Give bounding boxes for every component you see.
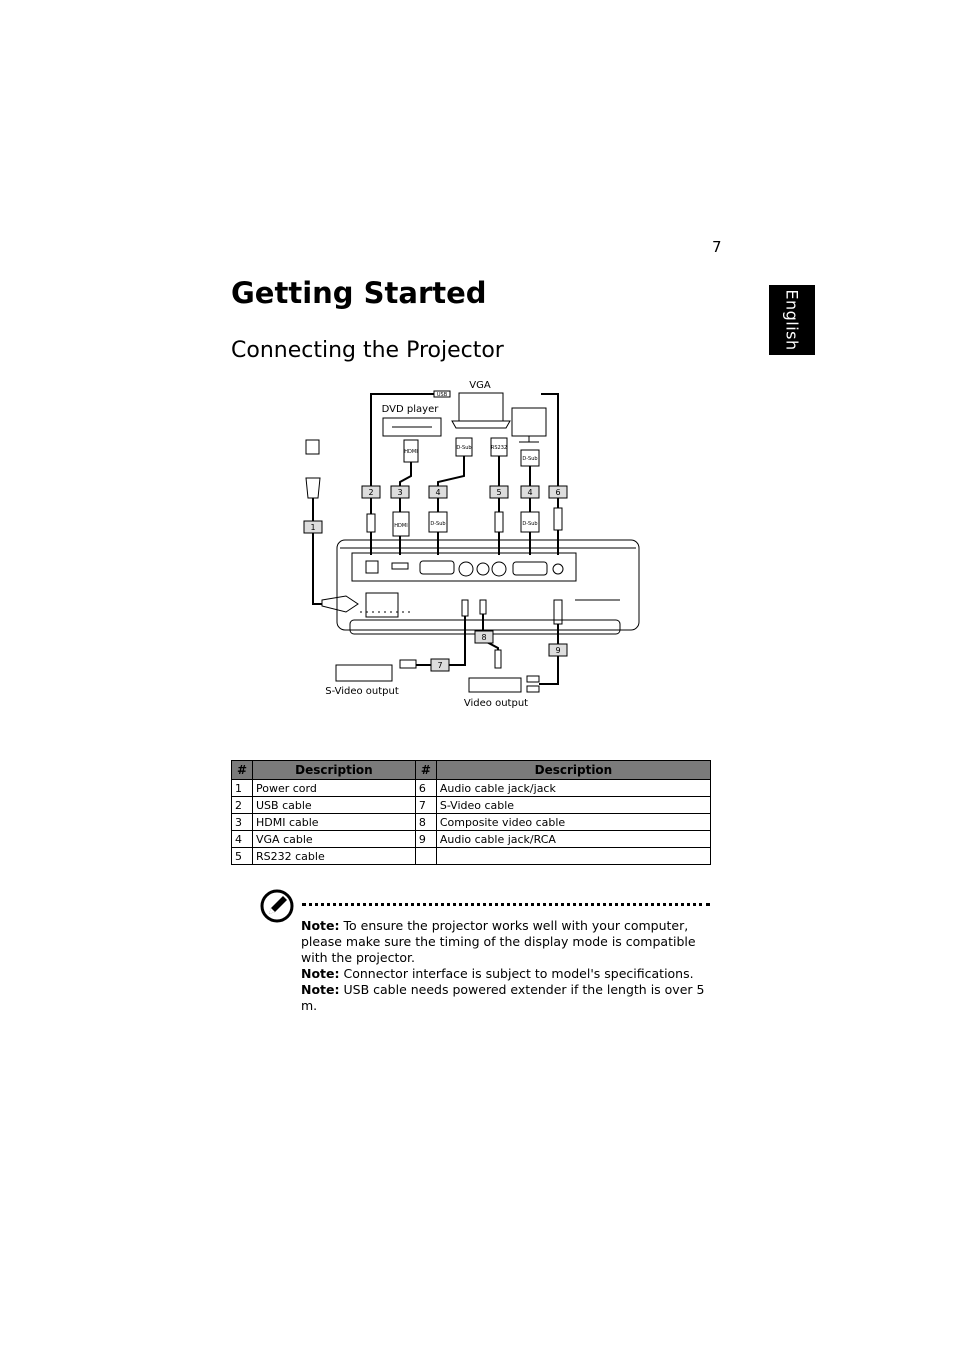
callout-3: 3 [390, 485, 410, 499]
svg-text:4: 4 [527, 488, 532, 497]
dsub-label-bottom-1: D-Sub [430, 521, 445, 527]
note-pen-icon [260, 889, 294, 923]
svg-text:4: 4 [435, 488, 440, 497]
notes-block: Note: To ensure the projector works well… [301, 918, 711, 1014]
note-divider [302, 903, 710, 906]
note-label: Note: [301, 966, 340, 981]
usb-label: USB [437, 392, 448, 398]
table-cell: Power cord [252, 779, 416, 797]
connection-table: # Description # Description 1 Power cord… [231, 760, 712, 865]
callout-9: 9 [548, 643, 568, 657]
table-cell: S-Video cable [435, 796, 712, 814]
svg-text:6: 6 [555, 488, 560, 497]
callout-2: 2 [361, 485, 381, 499]
note-label: Note: [301, 918, 340, 933]
table-row: 3 HDMI cable 8 Composite video cable [231, 813, 712, 831]
table-cell: 1 [231, 779, 253, 797]
hdmi-label-bottom: HDMI [394, 523, 407, 529]
note-2: Note: Connector interface is subject to … [301, 966, 711, 982]
table-cell: Audio cable jack/RCA [435, 830, 712, 848]
dsub-label-monitor: D-Sub [522, 456, 537, 462]
dvd-player-label: DVD player [382, 404, 440, 415]
table-row: 5 RS232 cable [231, 847, 712, 865]
svideo-output-label: S-Video output [325, 686, 399, 697]
table-cell: VGA cable [252, 830, 416, 848]
callout-5: 5 [489, 485, 509, 499]
section-title: Connecting the Projector [231, 338, 504, 363]
table-row: 2 USB cable 7 S-Video cable [231, 796, 712, 814]
table-header-row: # Description # Description [231, 760, 712, 780]
header-num-1: # [231, 760, 253, 780]
page-title: Getting Started [231, 276, 487, 310]
table-cell: RS232 cable [252, 847, 416, 865]
video-output-device-icon [468, 677, 522, 693]
vga-label: VGA [469, 380, 491, 391]
projector-body [336, 539, 640, 631]
table-cell [435, 847, 712, 865]
table-cell: 7 [414, 796, 437, 814]
table-cell: 9 [414, 830, 437, 848]
table-cell: 3 [231, 813, 253, 831]
note-text: USB cable needs powered extender if the … [301, 982, 705, 1013]
video-output-label: Video output [464, 698, 528, 709]
page-number: 7 [712, 238, 722, 256]
header-desc-1: Description [252, 760, 416, 780]
table-cell: USB cable [252, 796, 416, 814]
hdmi-label-top: HDMI [404, 449, 417, 455]
note-label: Note: [301, 982, 340, 997]
wall-outlet-icon [305, 439, 320, 455]
rs232-label-top: RS232 [491, 445, 507, 451]
svg-text:8: 8 [481, 633, 486, 642]
callout-4a: 4 [428, 485, 448, 499]
callout-1: 1 [303, 520, 323, 534]
svg-text:7: 7 [437, 661, 442, 670]
callout-4b: 4 [520, 485, 540, 499]
svg-text:1: 1 [310, 523, 315, 532]
svideo-device-icon [335, 664, 393, 682]
svg-text:3: 3 [397, 488, 402, 497]
svg-text:5: 5 [496, 488, 501, 497]
table-cell: Audio cable jack/jack [435, 779, 712, 797]
dvd-player-icon [382, 417, 442, 437]
header-desc-2: Description [435, 760, 712, 780]
laptop-icon [458, 392, 504, 422]
table-cell: 2 [231, 796, 253, 814]
svg-text:9: 9 [555, 646, 560, 655]
dsub-label-bottom-2: D-Sub [522, 521, 537, 527]
table-cell: Composite video cable [435, 813, 712, 831]
table-cell: 6 [414, 779, 437, 797]
monitor-icon [511, 407, 547, 437]
table-cell [414, 847, 437, 865]
table-cell: HDMI cable [252, 813, 416, 831]
table-row: 4 VGA cable 9 Audio cable jack/RCA [231, 830, 712, 848]
svg-text:2: 2 [368, 488, 373, 497]
callout-6: 6 [548, 485, 568, 499]
header-num-2: # [414, 760, 437, 780]
note-text: To ensure the projector works well with … [301, 918, 696, 965]
connection-diagram: 1 2 3 4 5 4 6 7 8 9 USB HDMI D-Sub RS232… [303, 380, 640, 709]
note-text: Connector interface is subject to model'… [343, 966, 694, 981]
callout-8: 8 [474, 630, 494, 644]
language-tab: English [769, 285, 815, 355]
table-row: 1 Power cord 6 Audio cable jack/jack [231, 779, 712, 797]
table-cell: 5 [231, 847, 253, 865]
callout-7: 7 [430, 658, 450, 672]
dsub-label-top: D-Sub [456, 445, 471, 451]
note-3: Note: USB cable needs powered extender i… [301, 982, 711, 1014]
table-cell: 4 [231, 830, 253, 848]
note-1: Note: To ensure the projector works well… [301, 918, 711, 966]
projector-port-panel [351, 552, 577, 582]
callouts: 1 2 3 4 5 4 6 7 8 9 [303, 485, 568, 672]
language-tab-label: English [782, 289, 802, 351]
table-cell: 8 [414, 813, 437, 831]
